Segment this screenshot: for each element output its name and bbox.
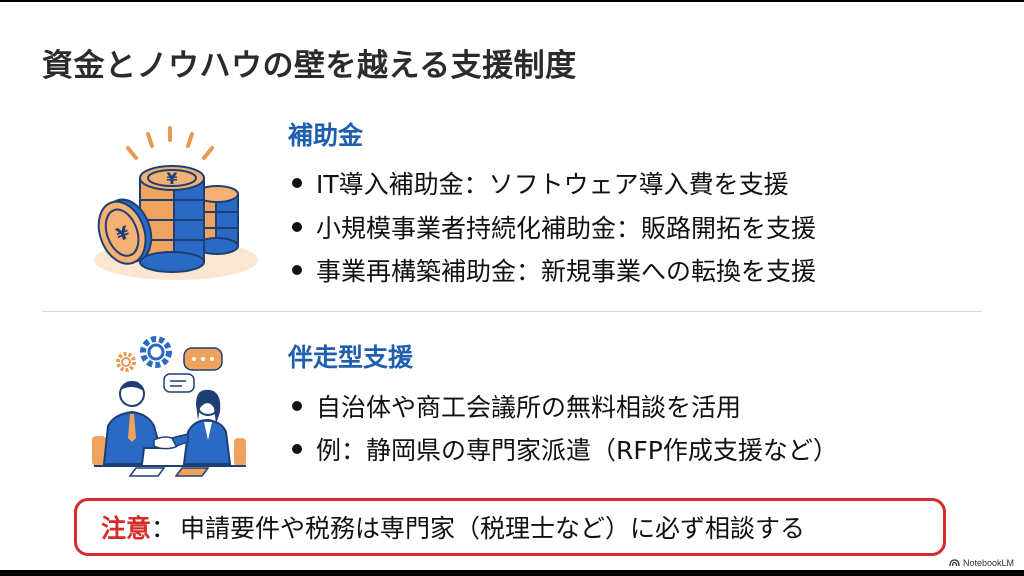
watermark-label: NotebookLM [962,558,1014,568]
bullet-text: IT導入補助金：ソフトウェア導入費を支援 [316,170,789,199]
list-item: 事業再構築補助金：新規事業への転換を支援 [292,252,816,288]
bullet-icon [292,178,302,188]
list-item: IT導入補助金：ソフトウェア導入費を支援 [292,165,789,201]
list-item: 自治体や商工会議所の無料相談を活用 [292,388,741,424]
section-divider [42,311,982,312]
yen-coins-icon: ¥ ¥ [94,126,258,280]
bullet-text: 事業再構築補助金：新規事業への転換を支援 [316,257,817,286]
bullet-text: 例：静岡県の専門家派遣（RFP作成支援など） [316,436,838,465]
caution-text: 申請要件や税務は専門家（税理士など）に必ず相談する [180,514,806,543]
bullet-icon [292,265,302,275]
list-item: 小規模事業者持続化補助金：販路開拓を支援 [292,209,816,245]
list-item: 例：静岡県の専門家派遣（RFP作成支援など） [292,431,838,467]
caution-note: 注意 ： 申請要件や税務は専門家（税理士など）に必ず相談する [74,498,946,556]
section-heading-subsidies: 補助金 [288,121,364,150]
caution-label: 注意 [101,514,152,543]
section-heading-accompanying-support: 伴走型支援 [288,343,414,372]
handshake-consultation-icon [92,336,246,477]
bullet-icon [292,222,302,232]
bullet-icon [292,444,302,454]
slide-title: 資金とノウハウの壁を越える支援制度 [42,48,577,84]
bullet-text: 自治体や商工会議所の無料相談を活用 [316,393,742,422]
caution-colon: ： [151,514,177,543]
bullet-text: 小規模事業者持続化補助金：販路開拓を支援 [316,214,817,243]
bullet-icon [292,401,302,411]
notebooklm-watermark: NotebookLM [949,558,1014,568]
svg-text:¥: ¥ [166,169,177,188]
notebooklm-logo-icon [949,559,960,567]
